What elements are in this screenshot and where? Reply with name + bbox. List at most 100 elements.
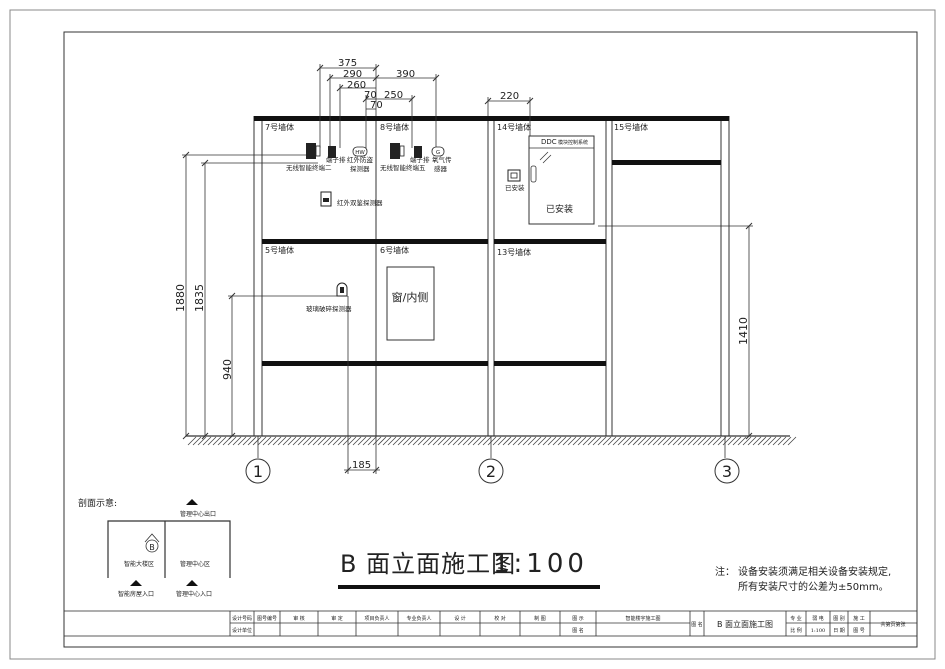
ir-dual-detector-icon (320, 191, 332, 207)
hatch-stroke (612, 436, 622, 446)
title-block-right-cell: 施 工 (853, 615, 865, 622)
title-block-right-cell: 专 业 (790, 615, 802, 622)
dim-940: 940 (221, 359, 234, 380)
section-entry-left: 智能房屋入口 (118, 590, 154, 598)
hatch-stroke (742, 436, 752, 446)
hatch-stroke (442, 436, 452, 446)
section-marker-pointer (144, 533, 160, 543)
hatch-stroke (657, 436, 667, 446)
hatch-stroke (232, 436, 242, 446)
section-exit-arrow-icon (186, 499, 198, 505)
label-wireless-terminal-5: 无线智能终端五 (380, 163, 426, 172)
hatch-stroke (567, 436, 577, 446)
hatch-stroke (587, 436, 597, 446)
note-line-1: 设备安装须满足相关设备安装规定, (738, 565, 891, 578)
hatch-stroke (722, 436, 732, 446)
ddc-glass-mark-a (539, 151, 549, 161)
hatch-stroke (457, 436, 467, 446)
title-block-right-cell: 日 期 (833, 628, 845, 634)
hatch-stroke (252, 436, 262, 446)
hatch-stroke (327, 436, 337, 446)
section-exit-top: 管理中心出口 (180, 510, 216, 518)
section-outline (107, 520, 231, 578)
label-ir-dual-detector: 红外双鉴探测器 (337, 198, 383, 207)
hatch-stroke (562, 436, 572, 446)
hatch-stroke (707, 436, 717, 446)
hatch-stroke (202, 436, 212, 446)
wall-label-14: 14号墙体 (497, 122, 531, 132)
hatch-stroke (767, 436, 777, 446)
beam-low-center (494, 361, 606, 366)
axis-1-label: 1 (253, 462, 263, 481)
hatch-stroke (672, 436, 682, 446)
label-terminal-strip-a: 端子排 (326, 155, 346, 164)
hatch-stroke (402, 436, 412, 446)
hatch-stroke (577, 436, 587, 446)
hatch-stroke (662, 436, 672, 446)
inner-frame (63, 31, 918, 648)
hatch-stroke (392, 436, 402, 446)
hatch-stroke (757, 436, 767, 446)
hatch-stroke (387, 436, 397, 446)
section-entry-left-arrow-icon (130, 580, 142, 586)
title-block-cell: 制 图 (534, 615, 546, 622)
top-dimension-lines (319, 64, 531, 148)
title-block-right-cell: 比 例 (790, 627, 802, 634)
dim-290: 290 (343, 69, 362, 80)
dim-1410: 1410 (737, 317, 750, 345)
hatch-stroke (462, 436, 472, 446)
hatch-stroke (347, 436, 357, 446)
hatch-stroke (187, 436, 197, 446)
hatch-stroke (582, 436, 592, 446)
hatch-stroke (507, 436, 517, 446)
hatch-stroke (607, 436, 617, 446)
axis-3-label: 3 (722, 462, 732, 481)
ddc-glass-mark-b (542, 154, 552, 164)
hatch-stroke (332, 436, 342, 446)
title-block-right-cell: 弱 电 (812, 615, 824, 622)
hatch-stroke (337, 436, 347, 446)
hatch-stroke (472, 436, 482, 446)
hatch-stroke (682, 436, 692, 446)
hatch-stroke (242, 436, 252, 446)
hatch-stroke (217, 436, 227, 446)
label-gas-sensor-a: 氧气传 (432, 155, 452, 164)
hatch-stroke (317, 436, 327, 446)
hatch-stroke (602, 436, 612, 446)
terminal-strip-a-icon (328, 146, 336, 158)
title-block-project: 智能楼宇施工图 (625, 615, 660, 622)
label-ir-probe-a: 红外防盗 (347, 155, 374, 164)
hatch-stroke (522, 436, 532, 446)
title-block-cell: 设 计 (454, 615, 466, 622)
svg-text:HW: HW (355, 150, 365, 156)
wall-label-15: 15号墙体 (614, 122, 648, 132)
hatch-stroke (452, 436, 462, 446)
hatch-stroke (197, 436, 207, 446)
title-block-grid (63, 610, 918, 637)
hatch-stroke (617, 436, 627, 446)
hatch-stroke (497, 436, 507, 446)
hatch-stroke (652, 436, 662, 446)
beam-top (254, 116, 729, 121)
hatch-stroke (732, 436, 742, 446)
beam-right-upper (612, 160, 721, 165)
hatch-stroke (422, 436, 432, 446)
axis-1-circle (245, 458, 271, 484)
window-frame (386, 266, 435, 341)
wall-label-8: 8号墙体 (380, 122, 409, 132)
hatch-stroke (787, 436, 797, 446)
hatch-stroke (362, 436, 372, 446)
hatch-stroke (417, 436, 427, 446)
title-block-right-cell: 1:100 (811, 628, 825, 634)
label-terminal-strip-b: 端子排 (410, 155, 430, 164)
hatch-stroke (597, 436, 607, 446)
hatch-stroke (547, 436, 557, 446)
window-label: 窗/内侧 (392, 290, 429, 304)
hatch-stroke (447, 436, 457, 446)
hatch-stroke (782, 436, 792, 446)
title-block-cell: 审 定 (331, 615, 343, 622)
hatch-stroke (527, 436, 537, 446)
dim-375: 375 (338, 58, 357, 69)
outer-frame (9, 9, 936, 660)
